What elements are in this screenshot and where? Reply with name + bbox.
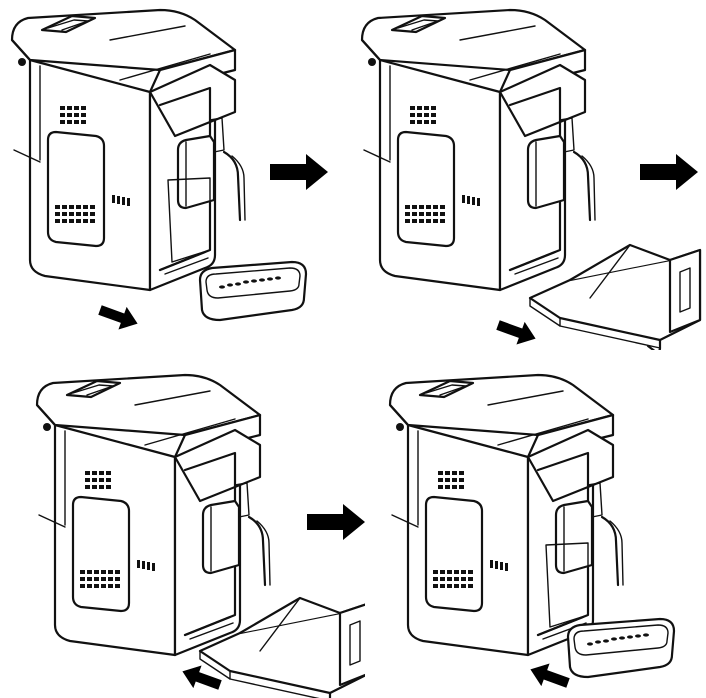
drip-tray: [566, 617, 676, 679]
push-arrow-icon: [526, 658, 573, 695]
grounds-container-inserted: [545, 542, 589, 628]
coffee-machine: [35, 373, 272, 657]
arrow-right-icon: [270, 154, 328, 190]
drip-tray: [198, 260, 308, 322]
arrow-right-icon: [640, 154, 698, 190]
coffee-machine: [360, 8, 597, 292]
pull-arrow-icon: [95, 298, 142, 335]
pull-arrow-icon: [493, 313, 540, 350]
arrow-right-icon: [307, 504, 365, 540]
push-arrow-icon: [178, 660, 225, 697]
grounds-container-inserted: [167, 177, 211, 263]
step-1-panel: [10, 8, 308, 335]
step-4-panel: [388, 373, 676, 695]
